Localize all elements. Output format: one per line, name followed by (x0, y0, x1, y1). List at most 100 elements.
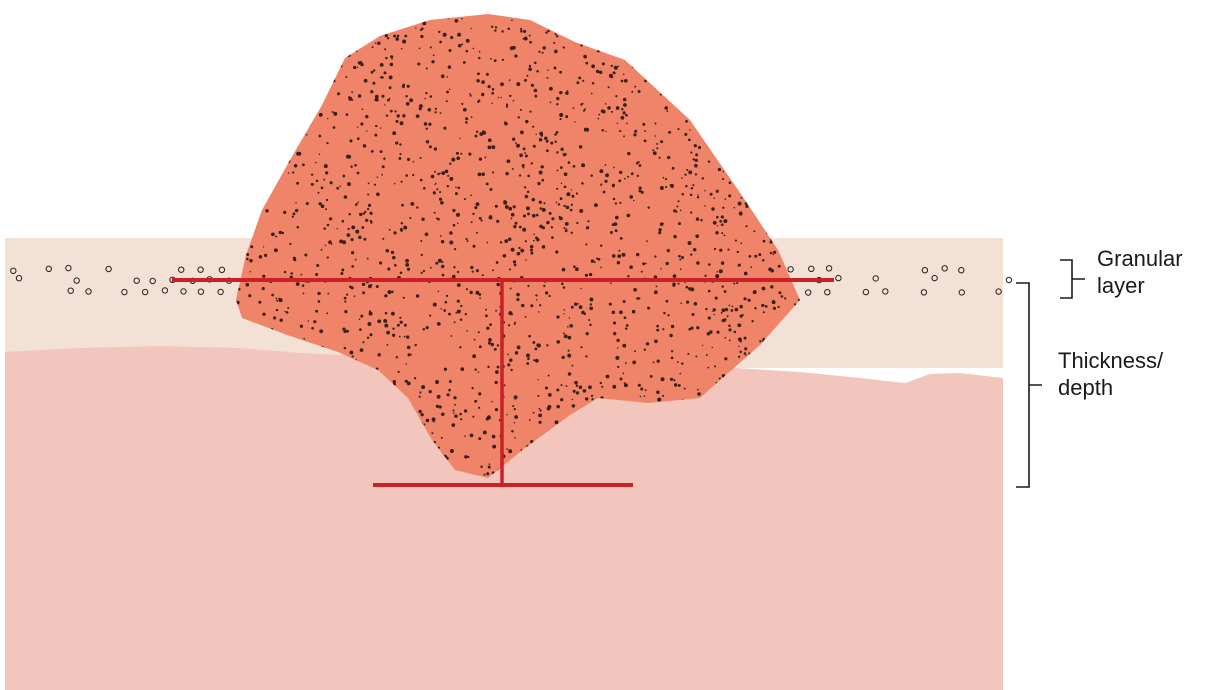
speckle (474, 339, 476, 341)
speckle (460, 153, 462, 155)
speckle (621, 116, 625, 120)
speckle (753, 15, 756, 18)
speckle (486, 472, 489, 475)
speckle (576, 81, 579, 84)
speckle (556, 151, 558, 153)
speckle (630, 50, 634, 54)
granular-label-line-2: layer (1097, 272, 1183, 299)
speckle (706, 354, 708, 356)
speckle (245, 47, 247, 49)
speckle (454, 321, 456, 323)
speckle (417, 62, 420, 65)
speckle (666, 262, 669, 265)
speckle (384, 104, 385, 105)
speckle (737, 252, 738, 253)
speckle (641, 271, 643, 273)
speckle (276, 300, 278, 302)
speckle (405, 95, 407, 97)
speckle (697, 392, 701, 396)
speckle (709, 81, 711, 83)
speckle (680, 42, 683, 45)
speckle (602, 62, 605, 65)
speckle (481, 219, 483, 221)
speckle (572, 399, 573, 400)
speckle (361, 37, 363, 39)
speckle (549, 27, 551, 29)
speckle (492, 435, 496, 439)
speckle (350, 351, 354, 355)
speckle (615, 202, 617, 204)
speckle (769, 241, 772, 244)
speckle (728, 194, 731, 197)
speckle (287, 30, 289, 32)
speckle (419, 391, 421, 393)
speckle (660, 140, 663, 143)
speckle (636, 297, 639, 300)
speckle (624, 178, 626, 180)
speckle (571, 189, 572, 190)
speckle (393, 35, 396, 38)
speckle (341, 58, 343, 60)
speckle (539, 171, 543, 175)
speckle (296, 182, 299, 185)
speckle (317, 48, 319, 50)
speckle (419, 396, 421, 398)
speckle (740, 96, 742, 98)
speckle (685, 185, 687, 187)
speckle (511, 430, 514, 433)
speckle (515, 142, 517, 144)
speckle (722, 285, 724, 287)
speckle (273, 180, 275, 182)
speckle (318, 192, 320, 194)
speckle (705, 127, 708, 130)
speckle (533, 234, 535, 236)
speckle (777, 306, 779, 308)
speckle (667, 249, 670, 252)
speckle (450, 36, 453, 39)
speckle (686, 169, 688, 171)
speckle (563, 286, 566, 289)
speckle (316, 264, 319, 267)
speckle (535, 95, 538, 98)
speckle (533, 359, 535, 361)
speckle (769, 172, 773, 176)
speckle (631, 172, 634, 175)
speckle (294, 92, 297, 95)
speckle (514, 398, 516, 400)
speckle (698, 146, 701, 149)
speckle (672, 167, 675, 170)
speckle (562, 268, 566, 272)
speckle (678, 222, 681, 225)
speckle (728, 328, 731, 331)
speckle (632, 66, 634, 68)
speckle (540, 410, 542, 412)
speckle (780, 121, 782, 123)
speckle (437, 173, 440, 176)
speckle (657, 46, 660, 49)
speckle (720, 17, 722, 19)
speckle (524, 186, 526, 188)
speckle (605, 103, 606, 104)
speckle (471, 387, 473, 389)
speckle (526, 206, 530, 210)
speckle (644, 140, 647, 143)
speckle (624, 28, 627, 31)
speckle (733, 110, 735, 112)
speckle (639, 186, 642, 189)
speckle (687, 49, 689, 51)
speckle (709, 330, 712, 333)
speckle (527, 191, 529, 193)
speckle (235, 214, 239, 218)
speckle (276, 139, 280, 143)
speckle (347, 155, 351, 159)
speckle (750, 266, 752, 268)
speckle (634, 350, 636, 352)
speckle (731, 111, 733, 113)
speckle (789, 177, 792, 180)
speckle (561, 183, 563, 185)
speckle (702, 177, 704, 179)
speckle (292, 212, 295, 215)
speckle (242, 78, 245, 81)
speckle (634, 19, 636, 21)
speckle (481, 93, 484, 96)
